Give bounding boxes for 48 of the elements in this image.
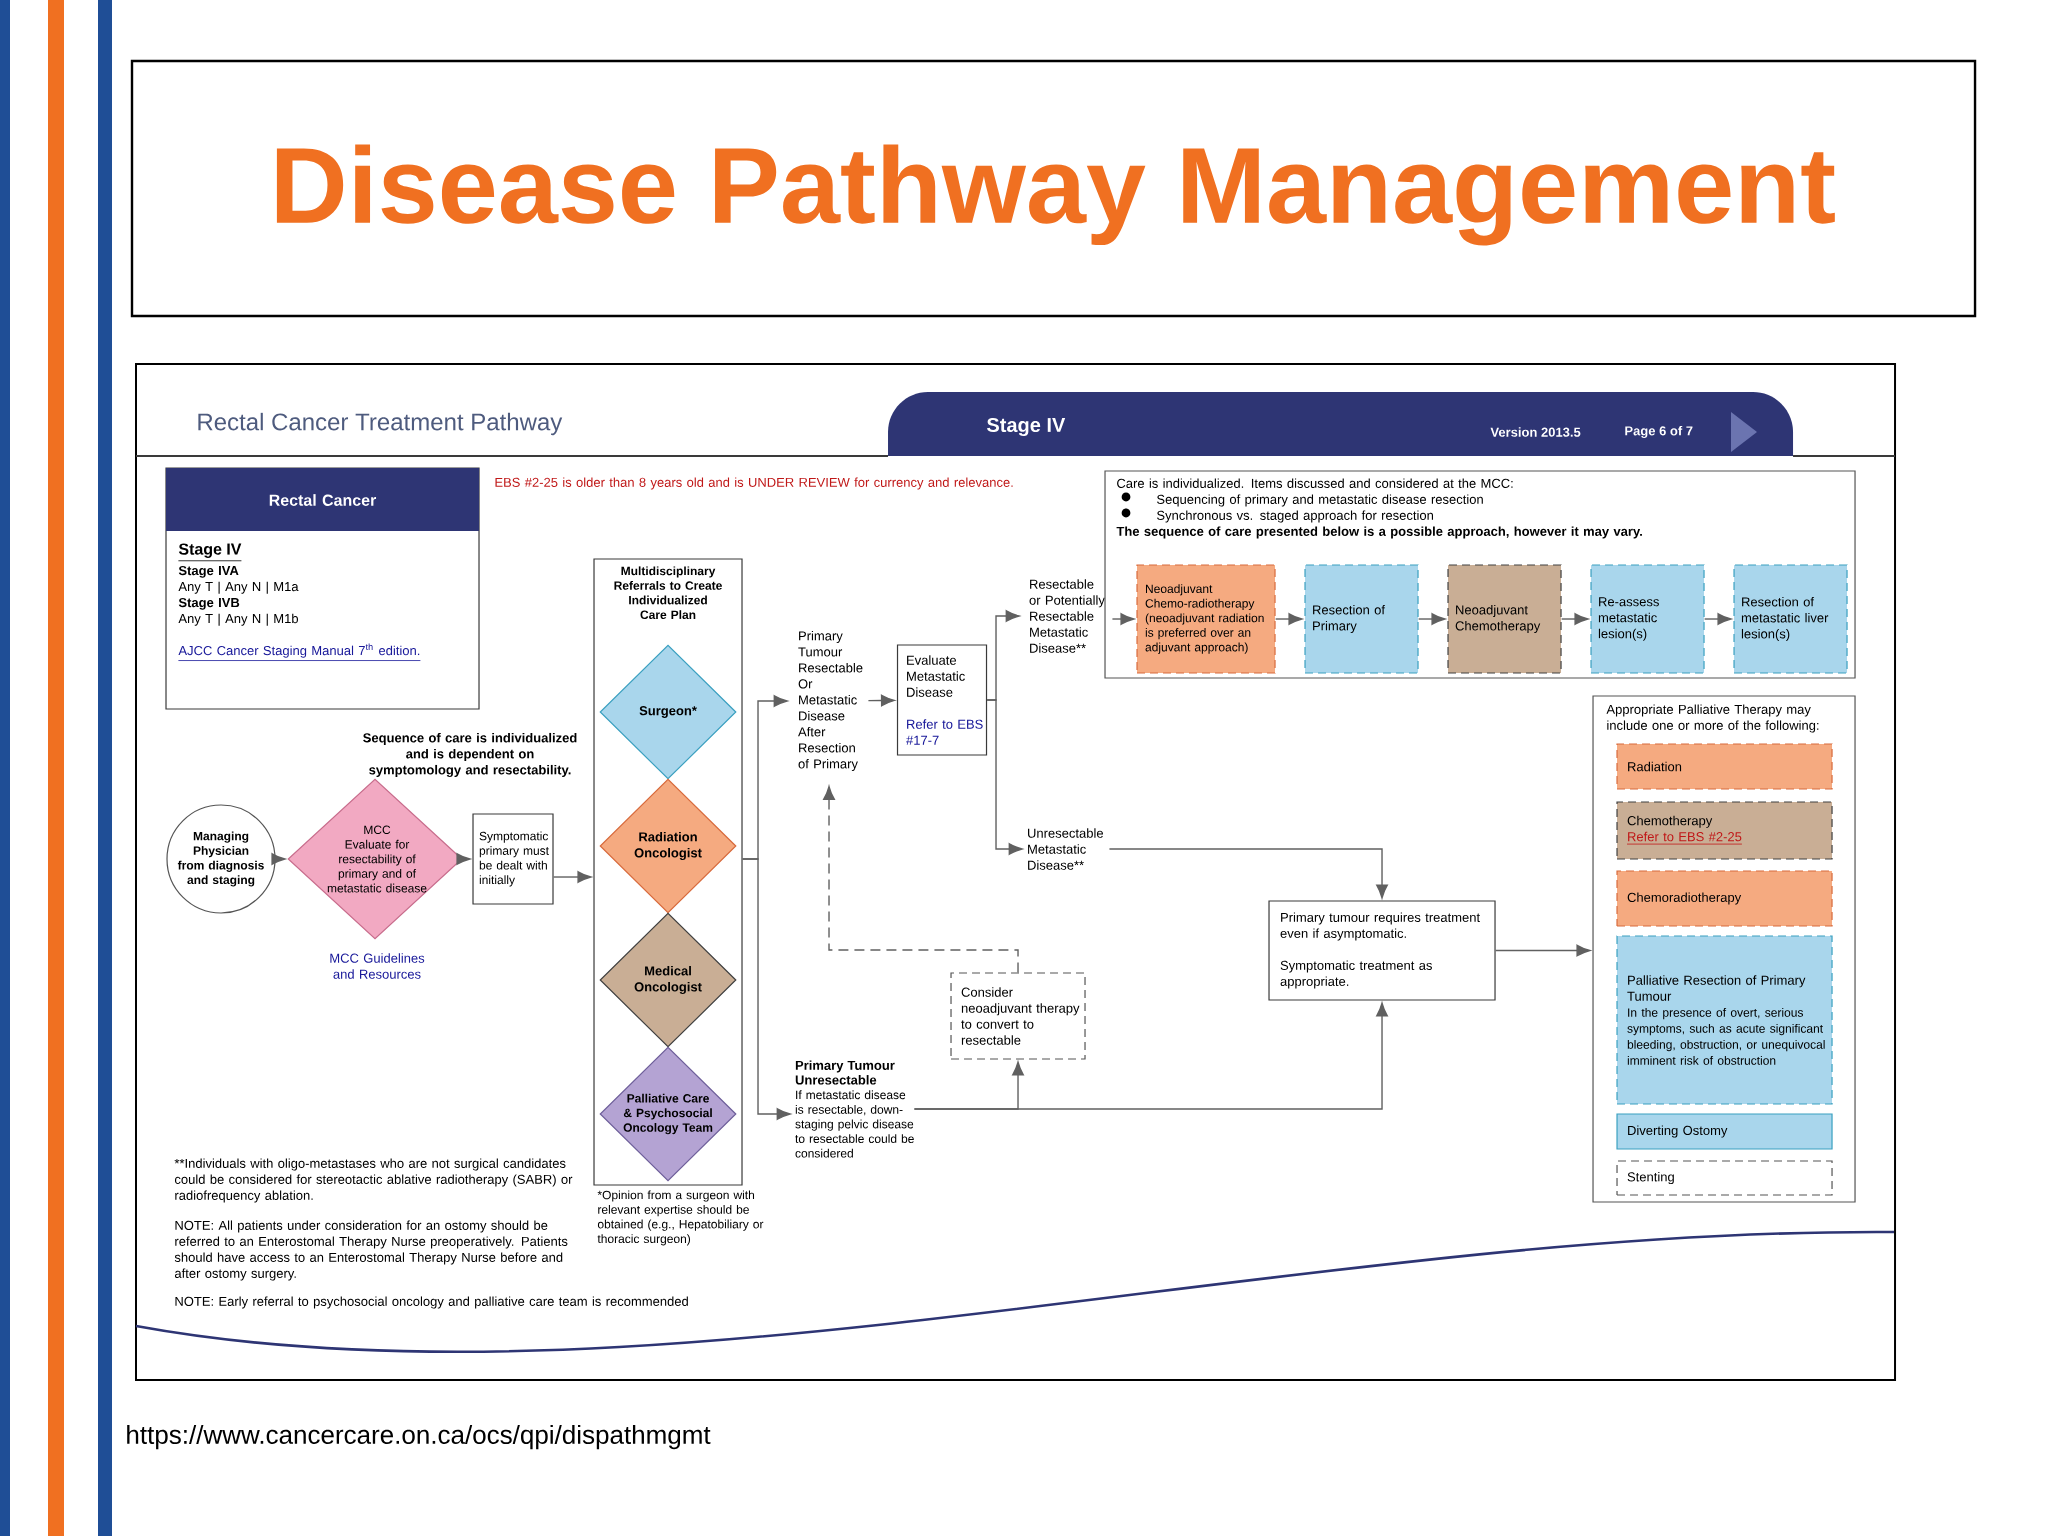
- arrow: [1108, 848, 1388, 899]
- arrow: [1703, 613, 1732, 625]
- outcome-text: Unresectable Metastatic Disease**: [1028, 828, 1103, 870]
- option-box: Consider neoadjuvant therapy to convert to resectable: [950, 972, 1086, 1060]
- therapy-box: Palliative Resection of Primary Tumour In the presence of overt, serious symptoms, such as acute significant bleeding, obstruction, or unequivocal imminent risk of obstruction: [1616, 935, 1833, 1105]
- therapy-box: Stenting: [1616, 1160, 1833, 1196]
- footnote-text: NOTE: Early referral to psychosocial oncology and palliative care team is recommended: [175, 1296, 688, 1309]
- treatment-box: Resection of metastatic liver lesion(s): [1733, 564, 1848, 674]
- arrow: [741, 858, 791, 1120]
- process-box: Symptomatic primary must be dealt with initially: [472, 813, 554, 905]
- footnote-text: NOTE: All patients under consideration for an ostomy should be referred to an Enterostomal Therapy Nurse preoperatively. Patients should have access to an Enterostomal Therapy Nurse before and after ostomy surgery.: [174, 1220, 568, 1281]
- outcome-text: Primary Tumour Unresectable If metastatic disease is resectable, down-staging pelvic disease to resectable could be considered: [795, 1060, 914, 1158]
- process-box: Evaluate Metastatic Disease Refer to EBS #17-7: [896, 644, 988, 756]
- tab-label: Stage IV: [987, 417, 1066, 437]
- treatment-box: Neoadjuvant Chemo-radiotherapy (neoadjuvant radiation is preferred over an adjuvant approach): [1136, 564, 1276, 674]
- arrow: [1417, 613, 1446, 625]
- note-text: Sequence of care is individualized and is dependent on symptomology and resectability.: [363, 732, 577, 778]
- arrow: [1274, 613, 1303, 625]
- tab-label: Page 6 of 7: [1625, 425, 1693, 439]
- arrow: [986, 699, 1023, 855]
- source-url: https://www.cancercare.on.ca/ocs/qpi/dispathmgmt: [127, 1424, 711, 1450]
- arrow: [552, 871, 592, 883]
- arrow: [823, 785, 1019, 974]
- therapy-box: Radiation: [1616, 743, 1833, 790]
- arrow: [1560, 613, 1589, 625]
- arrow: [867, 694, 895, 707]
- therapy-box: Chemoradiotherapy: [1616, 870, 1833, 927]
- footnote-text: **Individuals with oligo-metastases who are not surgical candidates could be considered for stereotactic ablative radiotherapy (SABR) or radiofrequency ablation.: [174, 1158, 573, 1203]
- page-heading: Rectal Cancer Treatment Pathway: [198, 412, 563, 436]
- treatment-box: Re-assess metastatic lesion(s): [1590, 564, 1705, 674]
- arrow: [456, 853, 471, 865]
- info-card: Rectal Cancer Stage IV Stage IVA Any T | Any N | M1a Stage IVB Any T | Any N | M1b AJCC Cancer Staging Manual 7$^{th}$ edition.: [165, 467, 480, 710]
- arrow: [1494, 944, 1591, 957]
- process-box: Primary tumour requires treatment even if asymptomatic. Symptomatic treatment as appropriate.: [1268, 900, 1496, 1001]
- outcome-text: Resectable or Potentially Resectable Metastatic Disease**: [1029, 579, 1105, 653]
- arrow: [913, 1061, 1024, 1110]
- therapy-box: Chemotherapy Refer to EBS #2-25: [1616, 801, 1833, 860]
- note-text: MCC Guidelines and Resources: [330, 953, 425, 979]
- treatment-box: Neoadjuvant Chemotherapy: [1447, 564, 1562, 674]
- arrow: [1111, 613, 1135, 625]
- treatment-box: Resection of Primary: [1304, 564, 1419, 674]
- tab-label: Version 2013.5: [1490, 427, 1581, 437]
- arrow: [271, 853, 286, 865]
- review-note: EBS #2-25 is older than 8 years old and is UNDER REVIEW for currency and relevance.: [495, 477, 1013, 490]
- therapy-box: Diverting Ostomy: [1616, 1113, 1833, 1150]
- outcome-text: Primary Tumour Resectable Or Metastatic Disease After Resection of Primary: [798, 630, 863, 772]
- title-box: Disease Pathway Management: [130, 59, 1977, 318]
- note-text: *Opinion from a surgeon with relevant expertise should be obtained (e.g., Hepatobiliary or thoracic surgeon): [597, 1190, 764, 1246]
